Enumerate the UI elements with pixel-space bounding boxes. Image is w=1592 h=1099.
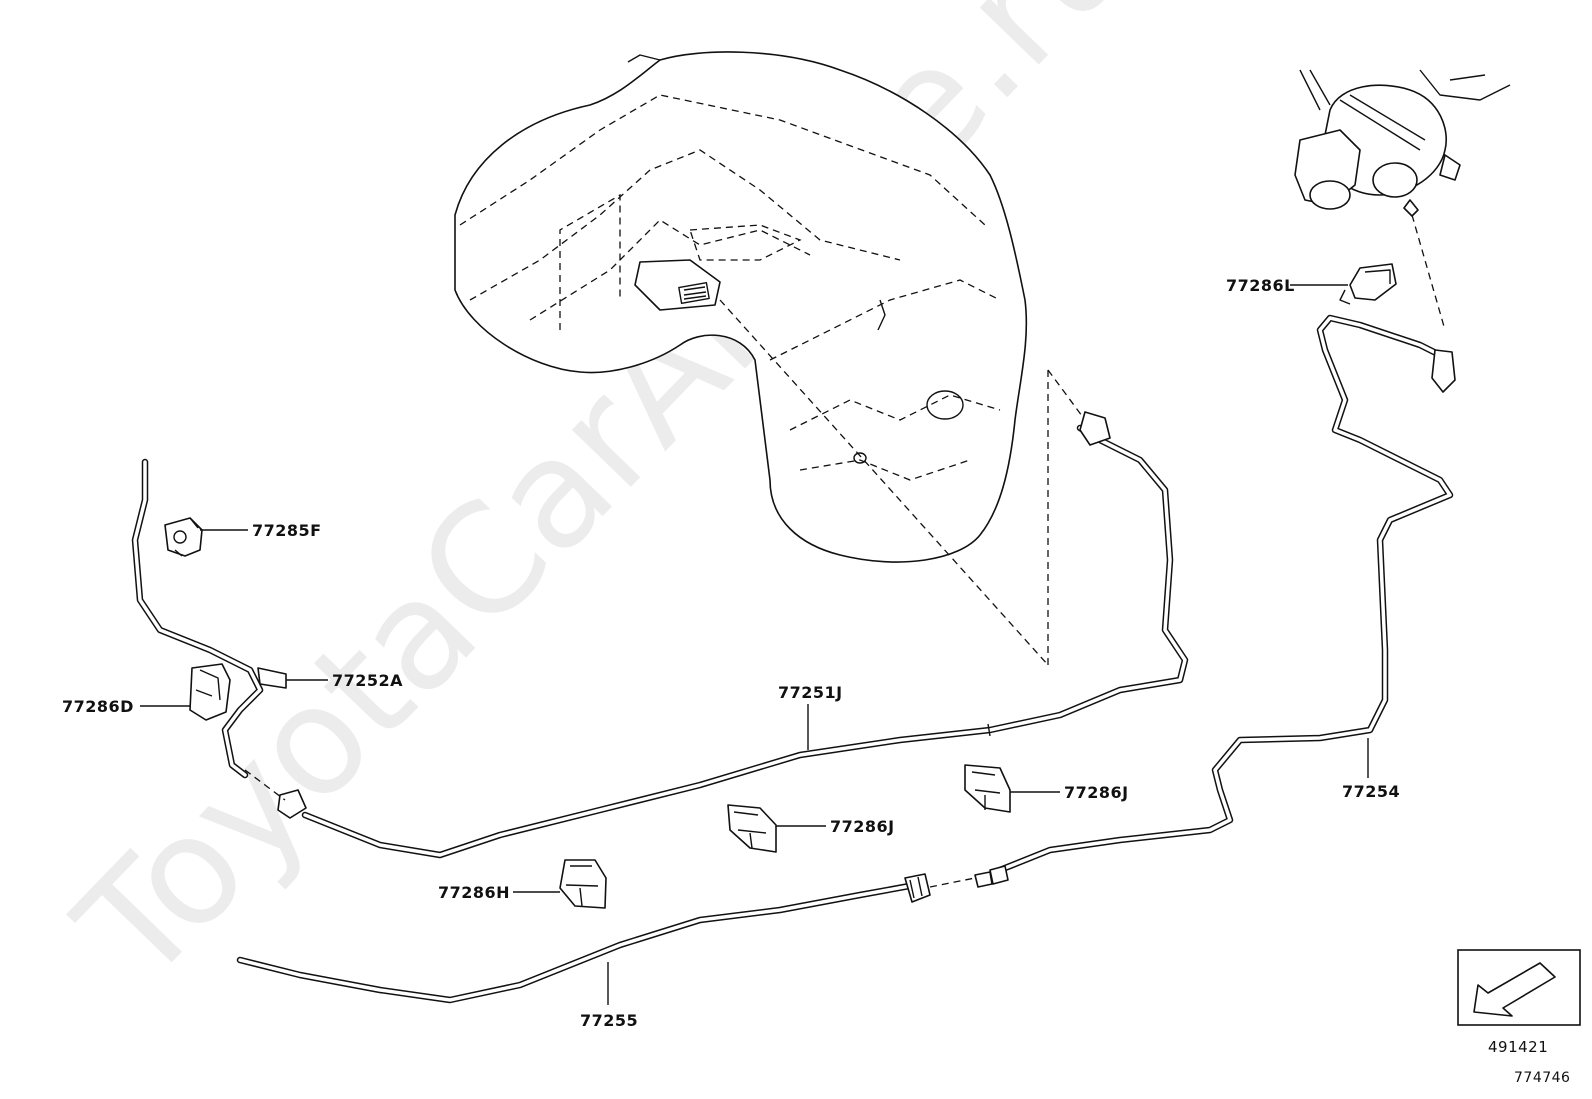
- diagram-code: 774746: [1514, 1070, 1570, 1086]
- clamp-77286j-lower: [727, 804, 777, 853]
- label-77286j-lower: 77286J: [830, 817, 895, 836]
- tube-77251j: [277, 411, 1189, 859]
- charcoal-canister: [1294, 69, 1511, 217]
- view-box-code: 491421: [1488, 1038, 1548, 1056]
- clamp-77286l: [1339, 263, 1397, 305]
- connection-dash: [929, 877, 976, 888]
- projection-line: [1411, 214, 1446, 331]
- label-77286j-upper: 77286J: [1064, 783, 1129, 802]
- label-77286h: 77286H: [438, 883, 510, 902]
- clamp-77286h: [559, 859, 607, 909]
- clamp-77286j-upper: [964, 764, 1011, 813]
- view-direction-box: [1457, 949, 1581, 1026]
- tube-77255: [236, 873, 931, 1004]
- connection-dash: [244, 769, 286, 801]
- label-77286d: 77286D: [62, 697, 134, 716]
- projection-line: [719, 299, 1049, 666]
- label-77255: 77255: [580, 1011, 638, 1030]
- tube-77254: [974, 314, 1456, 888]
- label-77286l: 77286L: [1226, 276, 1295, 295]
- tube-77252a: [131, 458, 287, 779]
- front-direction-arrow-icon: [1473, 962, 1556, 1017]
- label-77285f: 77285F: [252, 521, 322, 540]
- label-77252a: 77252A: [332, 671, 403, 690]
- fuel-tank: [454, 51, 1028, 563]
- clamp-77286d: [189, 663, 231, 721]
- clip-77285f: [164, 517, 203, 557]
- label-77254: 77254: [1342, 782, 1400, 801]
- projection-line: [1047, 369, 1086, 421]
- label-77251j: 77251J: [778, 683, 843, 702]
